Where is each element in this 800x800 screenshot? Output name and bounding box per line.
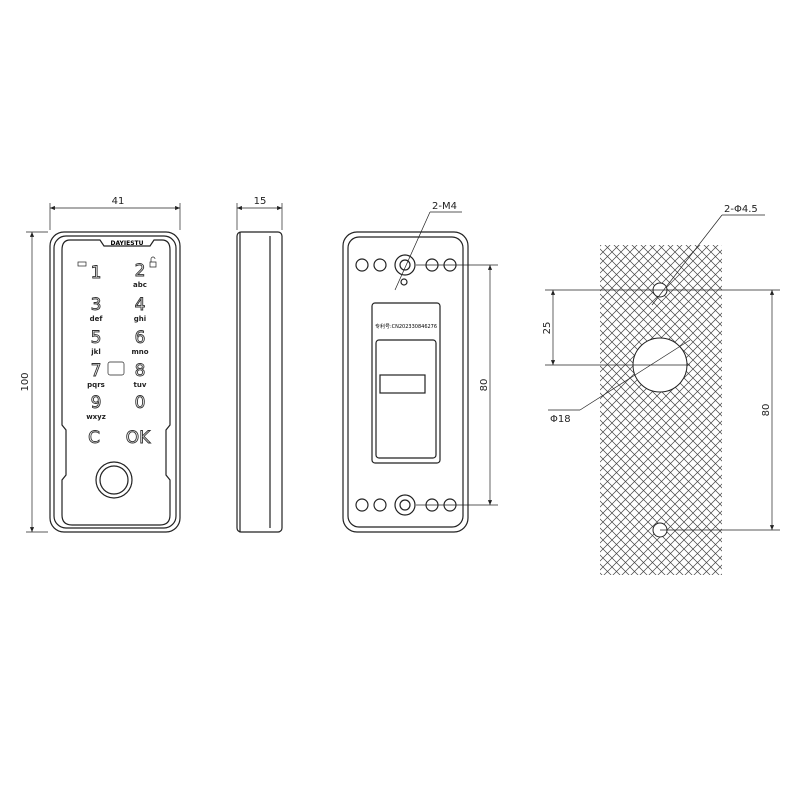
key-ok[interactable]: OK: [125, 428, 151, 449]
key-3-letters: def: [90, 315, 104, 323]
back-view: 专利号:CN202330846276 2-M4 80: [342, 201, 498, 533]
key-4[interactable]: 4: [134, 295, 146, 316]
brand-logo: DAYIESTU: [110, 240, 143, 247]
mounting-view: 25 80 2-Φ4.5 Φ18: [542, 204, 780, 575]
top-mounting-holes: [355, 254, 457, 286]
hole-spacing-dimension: 80: [479, 379, 490, 392]
screw-hole-top: [399, 259, 411, 271]
offset-dimension: 25: [542, 322, 553, 335]
key-clear[interactable]: C: [88, 428, 101, 449]
depth-dimension: 15: [254, 196, 267, 207]
hole-label: 2-Φ4.5: [724, 204, 758, 215]
key-6-letters: mno: [131, 348, 148, 356]
key-6[interactable]: 6: [134, 328, 146, 349]
front-panel: [61, 239, 171, 526]
key-9-letters: wxyz: [86, 413, 106, 421]
spacing-dimension: 80: [761, 404, 772, 417]
side-body: [236, 231, 283, 533]
key-2[interactable]: 2: [134, 261, 146, 282]
screw-hole-bottom: [399, 499, 411, 511]
front-view: DAYIESTU 1 2 abc 3 def 4 ghi 5 jkl 6 mno…: [20, 196, 181, 533]
cable-hole-label: Φ18: [550, 414, 571, 425]
screw-label: 2-M4: [432, 201, 457, 212]
key-4-letters: ghi: [134, 315, 146, 323]
front-outer-frame: [49, 231, 181, 533]
height-dimension: 100: [20, 372, 31, 391]
keypad: 1 2 abc 3 def 4 ghi 5 jkl 6 mno 7 pqrs 8…: [86, 261, 151, 449]
key-9[interactable]: 9: [90, 393, 102, 414]
key-5[interactable]: 5: [90, 328, 102, 349]
wall-hatch: [600, 245, 722, 575]
key-8-letters: tuv: [134, 381, 147, 389]
rfid-card-icon: [107, 361, 125, 376]
key-2-letters: abc: [133, 281, 147, 289]
back-plate: [371, 302, 441, 464]
key-0[interactable]: 0: [134, 393, 146, 414]
key-1[interactable]: 1: [90, 263, 102, 284]
key-7-letters: pqrs: [87, 381, 105, 389]
key-7[interactable]: 7: [90, 361, 102, 382]
front-bezel: [53, 235, 177, 529]
unlock-icon: [149, 256, 157, 268]
key-8[interactable]: 8: [134, 361, 146, 382]
side-view: 15: [236, 196, 283, 533]
key-3[interactable]: 3: [90, 295, 102, 316]
backspace-icon: [77, 261, 87, 267]
fingerprint-sensor-ring: [95, 461, 133, 499]
patent-label: 专利号:CN202330846276: [375, 323, 437, 330]
width-dimension: 41: [112, 196, 125, 207]
fingerprint-sensor: [99, 465, 129, 495]
key-5-letters: jkl: [90, 348, 100, 356]
